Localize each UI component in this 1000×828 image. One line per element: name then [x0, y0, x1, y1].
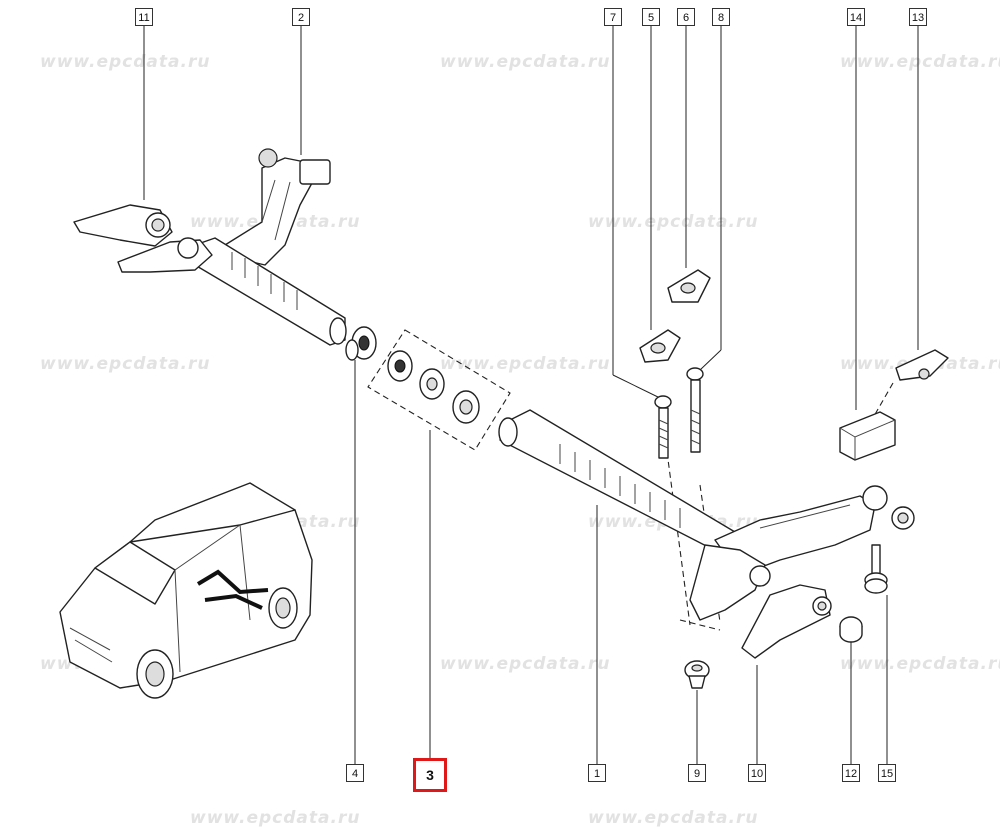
callout-part-15[interactable]: 15 — [878, 764, 896, 782]
callout-part-13[interactable]: 13 — [909, 8, 927, 26]
bracket-part-13 — [895, 349, 949, 381]
callout-part-8[interactable]: 8 — [712, 8, 730, 26]
washer-part-5 — [639, 329, 681, 363]
bolt-part-8 — [686, 367, 704, 453]
bump-stop-part-14 — [839, 411, 896, 461]
callout-part-12[interactable]: 12 — [842, 764, 860, 782]
callout-part-2[interactable]: 2 — [292, 8, 310, 26]
bushing-kit-part-3 — [387, 350, 480, 424]
bolt-part-15 — [864, 544, 888, 594]
callout-part-7[interactable]: 7 — [604, 8, 622, 26]
callout-part-10[interactable]: 10 — [748, 764, 766, 782]
callout-part-9[interactable]: 9 — [688, 764, 706, 782]
leader-lines — [143, 26, 919, 764]
nut-part-9 — [684, 660, 710, 689]
bushing-part-4 — [345, 326, 377, 361]
bolt-part-7 — [654, 395, 672, 459]
cap-part-12 — [839, 616, 863, 643]
callout-part-3-selected[interactable]: 3 — [413, 758, 447, 792]
axle-right-half-part-1 — [498, 409, 915, 621]
callout-part-4[interactable]: 4 — [346, 764, 364, 782]
callout-part-1[interactable]: 1 — [588, 764, 606, 782]
callout-part-14[interactable]: 14 — [847, 8, 865, 26]
axle-left-half — [73, 148, 347, 346]
bracket-part-10 — [741, 584, 832, 659]
callout-part-11[interactable]: 11 — [135, 8, 153, 26]
callout-part-5[interactable]: 5 — [642, 8, 660, 26]
callout-part-6[interactable]: 6 — [677, 8, 695, 26]
washer-part-6 — [667, 269, 711, 303]
vehicle-location-thumbnail — [59, 482, 313, 699]
